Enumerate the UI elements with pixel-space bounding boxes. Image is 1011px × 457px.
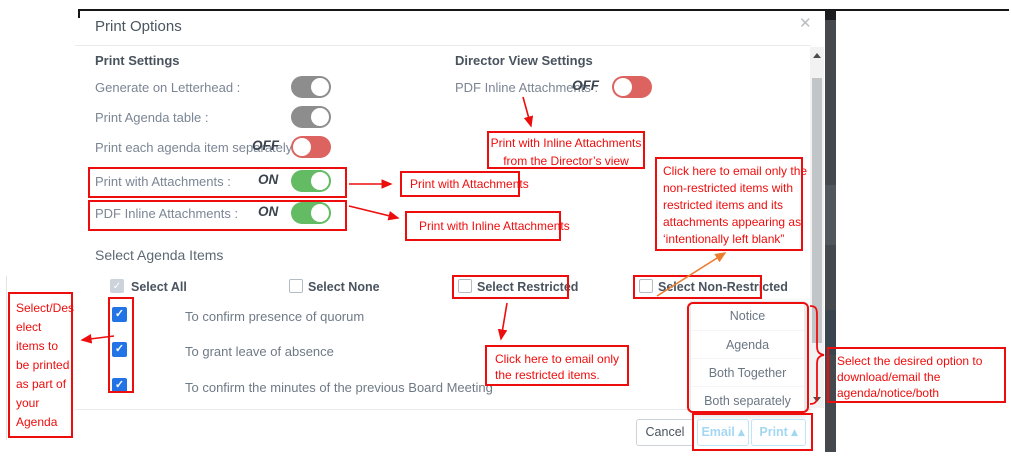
toggle-print-with-attachments[interactable] <box>291 170 331 192</box>
annotation-line: restricted items and its <box>663 198 784 212</box>
scrollbar-down-icon[interactable] <box>810 393 824 406</box>
label-director-pdf-inline: PDF Inline Attachments : <box>455 80 599 95</box>
dropdown-option-notice[interactable]: Notice <box>729 309 766 323</box>
select-agenda-heading: Select Agenda Items <box>95 247 224 263</box>
annotation-line: elect <box>16 320 42 334</box>
dropdown-option-agenda[interactable]: Agenda <box>691 330 804 358</box>
annotation-line: Select/Des <box>16 301 75 315</box>
annotation-print-with-attachments: Print with Attachments <box>400 171 529 197</box>
state-pdf-inline-attachments: ON <box>258 204 279 219</box>
checkbox-select-restricted[interactable] <box>458 279 472 293</box>
scrollbar-up-icon[interactable] <box>810 49 824 62</box>
email-label: Email <box>701 425 735 439</box>
screenshot-left-edge <box>6 276 7 440</box>
annotation-line: from the Director’s view <box>503 154 629 168</box>
annotation-line: Select the desired option to <box>837 354 983 368</box>
annotation-non-restricted: Click here to email only the non-restric… <box>655 157 808 251</box>
annotation-line: Click here to email only <box>495 352 620 366</box>
dialog-title: Print Options <box>95 18 182 35</box>
dropdown-option-both-separately[interactable]: Both separately <box>691 386 804 414</box>
toggle-print-agenda-table[interactable] <box>291 106 331 128</box>
checkbox-select-non-restricted[interactable] <box>639 279 653 293</box>
print-label: Print <box>759 425 788 439</box>
item-label-quorum: To confirm presence of quorum <box>185 309 365 324</box>
arrow-to-inline-note <box>348 205 400 221</box>
annotation-line: attachments appearing as <box>663 215 802 229</box>
toggle-knob <box>614 78 632 96</box>
annotation-line: Print with Inline Attachments <box>490 136 642 150</box>
checkbox-select-none[interactable] <box>289 279 303 293</box>
annotation-line: Print with Attachments <box>410 177 529 191</box>
toggle-generate-letterhead[interactable] <box>291 76 331 98</box>
email-button[interactable]: Email ▴ <box>697 419 749 446</box>
scrollbar-thumb[interactable] <box>812 78 822 343</box>
backdrop-segment <box>825 185 836 245</box>
annotation-line: the restricted items. <box>495 368 600 382</box>
label-print-with-attachments: Print with Attachments : <box>95 174 231 189</box>
toggle-director-pdf-inline[interactable] <box>612 76 652 98</box>
toggle-knob <box>311 108 329 126</box>
director-settings-heading: Director View Settings <box>455 53 593 68</box>
toggle-knob <box>311 172 329 190</box>
caret-up-icon: ▴ <box>738 425 745 439</box>
caret-up-icon: ▴ <box>791 425 798 439</box>
annotation-line: Print with Inline Attachments <box>419 219 570 233</box>
print-button[interactable]: Print ▴ <box>751 419 806 446</box>
annotation-line: your <box>16 396 40 410</box>
label-print-each-item-separately: Print each agenda item separately : <box>95 140 300 155</box>
label-print-agenda-table: Print Agenda table : <box>95 110 209 125</box>
annotation-download-option: Select the desired option to download/em… <box>827 347 1006 403</box>
toggle-pdf-inline-attachments[interactable] <box>291 202 331 224</box>
label-pdf-inline-attachments: PDF Inline Attachments : <box>95 206 239 221</box>
arrow-to-restricted-note <box>497 302 508 341</box>
annotation-restricted: Click here to email only the restricted … <box>485 345 629 386</box>
annotation-line: be printed <box>16 358 70 372</box>
annotation-select-deselect: Select/Des elect items to be printed as … <box>8 292 75 438</box>
annotation-line: as part of <box>16 377 67 391</box>
footer-divider <box>75 409 811 410</box>
close-icon[interactable]: ✕ <box>799 15 812 32</box>
window-top-edge <box>78 9 1009 11</box>
annotation-line: download/email the <box>837 370 941 384</box>
annotation-line: items to <box>16 339 59 353</box>
annotation-line: Agenda <box>16 415 58 429</box>
label-select-restricted[interactable]: Select Restricted <box>477 280 579 294</box>
item-label-leave: To grant leave of absence <box>185 344 334 359</box>
label-select-all[interactable]: Select All <box>131 280 187 294</box>
annotation-print-inline-attachments: Print with Inline Attachments <box>405 211 570 241</box>
arrow-to-director-note <box>522 96 534 128</box>
label-select-none[interactable]: Select None <box>308 280 380 294</box>
window-top-tick <box>78 11 80 18</box>
annotation-line: Click here to email only the <box>663 164 808 178</box>
dropdown-option-both-together[interactable]: Both Together <box>691 358 804 386</box>
annotation-line: agenda/notice/both <box>837 386 940 400</box>
checkbox-item-quorum[interactable]: ✓ <box>112 307 127 322</box>
annotation-line: non-restricted items with <box>663 181 794 195</box>
title-divider <box>75 45 811 46</box>
print-options-dropdown: Notice Agenda Both Together Both separat… <box>690 301 805 413</box>
state-director-pdf-inline: OFF <box>572 78 599 93</box>
label-select-non-restricted[interactable]: Select Non-Restricted <box>658 280 788 294</box>
print-settings-heading: Print Settings <box>95 53 180 68</box>
checkbox-item-minutes[interactable]: ✓ <box>112 378 127 393</box>
backdrop-segment <box>825 310 836 355</box>
annotation-line: ‘intentionally left blank” <box>663 232 785 246</box>
state-print-each-item: OFF <box>252 138 279 153</box>
annotation-director-view: Print with Inline Attachments from the D… <box>487 131 645 169</box>
toggle-print-each-item-separately[interactable] <box>291 136 331 158</box>
label-generate-letterhead: Generate on Letterhead : <box>95 80 241 95</box>
cancel-label: Cancel <box>645 425 685 439</box>
item-label-minutes: To confirm the minutes of the previous B… <box>185 380 493 395</box>
toggle-knob <box>293 138 311 156</box>
cancel-button[interactable]: Cancel <box>636 419 694 446</box>
backdrop-strip <box>825 10 836 452</box>
arrow-to-select-deselect-note <box>80 334 115 344</box>
state-print-with-attachments: ON <box>258 172 279 187</box>
checkbox-select-all[interactable]: ✓ <box>110 279 124 293</box>
checkbox-item-leave[interactable]: ✓ <box>112 342 127 357</box>
toggle-knob <box>311 204 329 222</box>
toggle-knob <box>311 78 329 96</box>
